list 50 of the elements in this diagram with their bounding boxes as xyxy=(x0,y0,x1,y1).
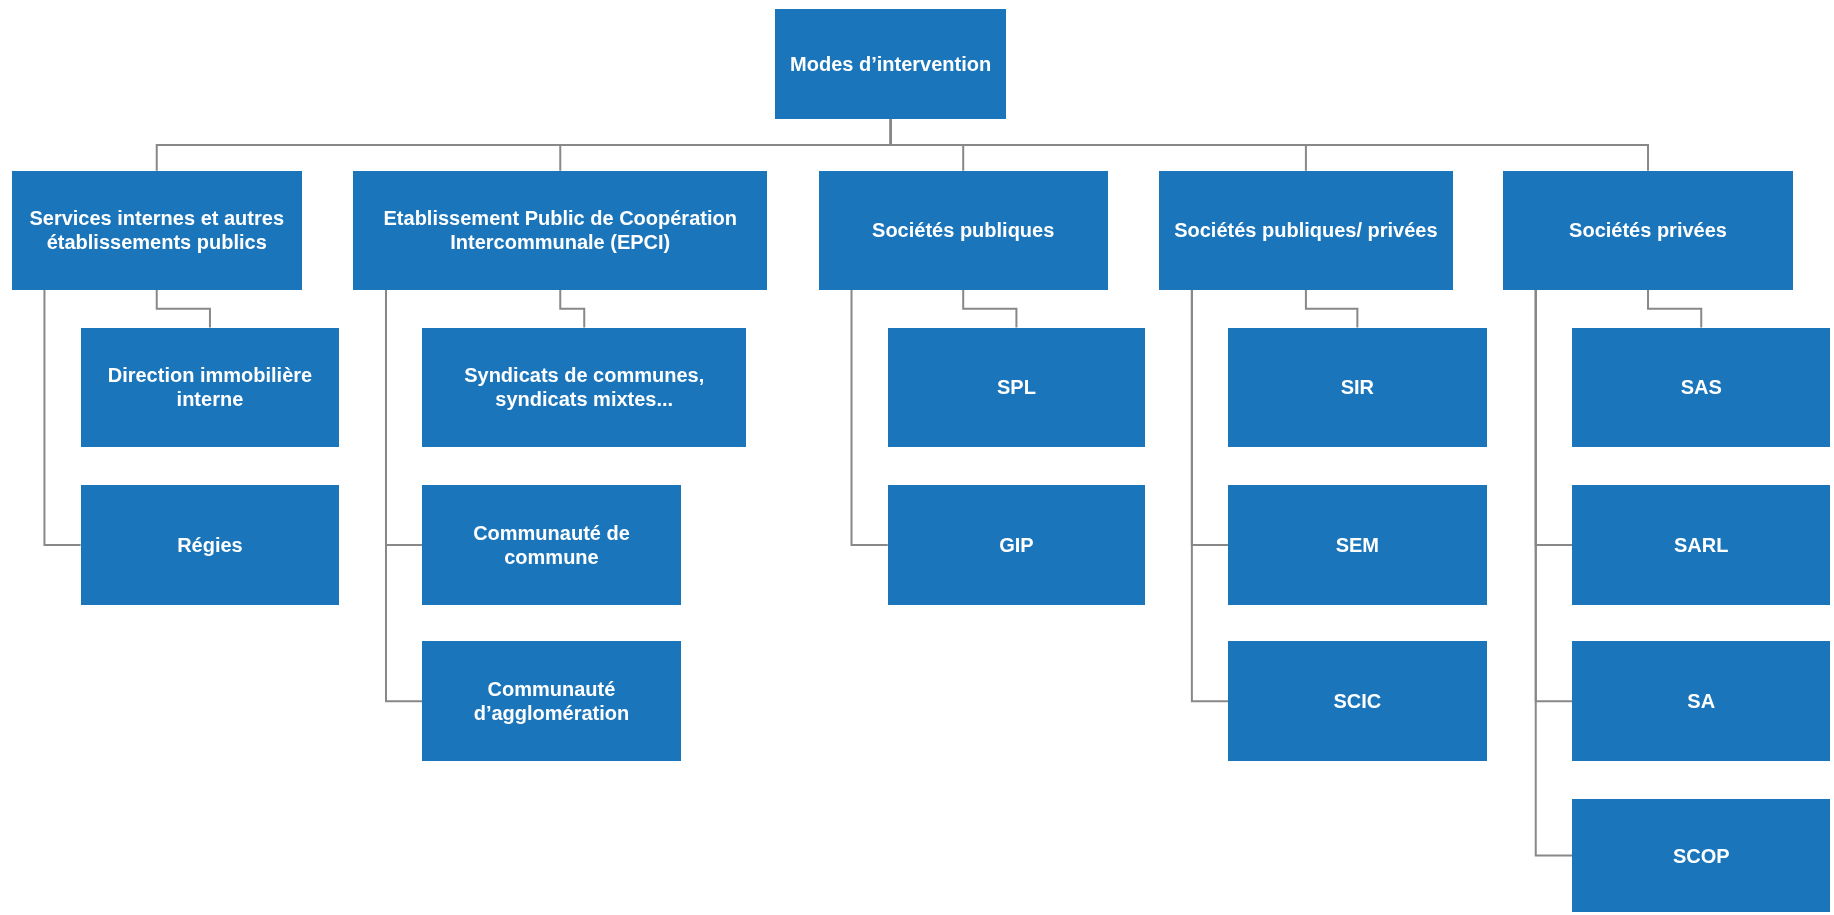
box-label: Etablissement Public de Coopération Intercommunale (EPCI) xyxy=(382,206,738,255)
org-box xyxy=(887,327,1146,447)
org-box xyxy=(1572,327,1831,447)
box-label: Sociétés publiques/ privées xyxy=(1174,218,1438,243)
org-box xyxy=(1572,798,1831,913)
box-label: Modes d’intervention xyxy=(790,52,992,77)
box-label: Régies xyxy=(177,533,243,558)
org-box xyxy=(1503,170,1794,291)
org-box xyxy=(1228,485,1487,605)
box-label: SIR xyxy=(1340,375,1375,400)
org-box xyxy=(1159,170,1453,291)
box-label: SPL xyxy=(996,375,1036,400)
connector-line xyxy=(889,118,1650,172)
org-box xyxy=(80,485,340,605)
box-label: Sociétés publiques xyxy=(872,218,1055,243)
box-label: SCIC xyxy=(1333,689,1382,714)
box-label: Services internes et autres établissements publics xyxy=(28,206,285,255)
box-label: Communauté de commune xyxy=(472,521,631,570)
connector-line xyxy=(1304,289,1359,329)
box-label: SAS xyxy=(1680,375,1722,400)
box-label: SEM xyxy=(1335,533,1380,558)
connector-line xyxy=(1534,289,1573,857)
connector-line xyxy=(43,289,82,547)
org-box xyxy=(1228,327,1487,447)
box-label: Communauté d’agglomération xyxy=(472,677,631,726)
org-box xyxy=(1228,640,1487,762)
org-box xyxy=(1572,485,1831,605)
connector-line xyxy=(1190,289,1230,703)
org-box xyxy=(818,170,1108,291)
box-label: Syndicats de communes, syndicats mixtes... xyxy=(463,363,706,412)
box-label: Sociétés privées xyxy=(1569,218,1727,243)
box-label: SARL xyxy=(1674,533,1729,558)
box-label: SCOP xyxy=(1672,843,1730,868)
org-box xyxy=(422,485,681,605)
connector-line xyxy=(559,289,586,329)
org-box xyxy=(1572,640,1831,762)
org-box xyxy=(775,9,1006,120)
org-box xyxy=(422,640,681,762)
connector-line xyxy=(1647,289,1703,329)
org-box xyxy=(422,327,747,447)
connector-line xyxy=(850,289,889,547)
connector-line xyxy=(155,289,211,329)
box-label: SA xyxy=(1687,689,1716,714)
org-box xyxy=(11,170,302,291)
org-box xyxy=(887,485,1146,605)
org-box xyxy=(80,327,340,447)
connector-line xyxy=(962,289,1018,329)
org-box xyxy=(353,170,768,291)
box-label: Direction immobilière interne xyxy=(106,363,314,412)
box-label: GIP xyxy=(999,533,1034,558)
